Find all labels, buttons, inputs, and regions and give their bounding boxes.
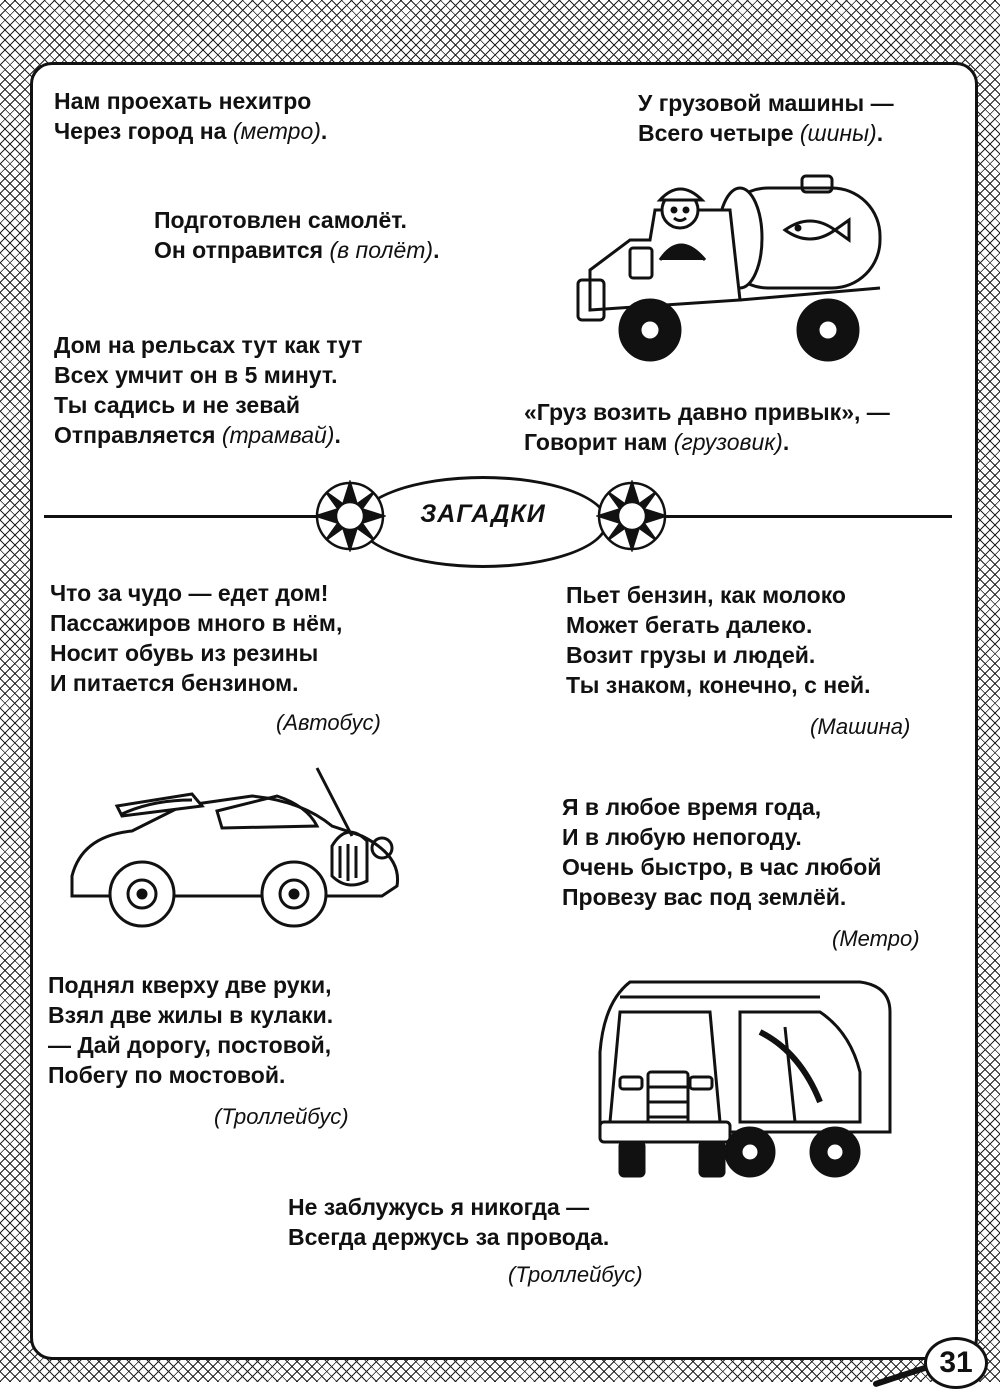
tanker-truck-illustration [576, 174, 882, 362]
riddle-answer-trolleybus-2: (Троллейбус) [508, 1262, 643, 1287]
riddle-trolleybus-2: Не заблужусь я никогда — Всегда держусь … [288, 1192, 609, 1252]
verse-answer: (в полёт) [329, 237, 434, 263]
verse-answer: (грузовик) [673, 429, 783, 455]
riddle-line: И питается бензином. [50, 670, 299, 696]
divider-line-right [650, 515, 952, 518]
verse-line: Отправляется (трамвай). [54, 422, 341, 448]
verse-line: Всего четыре (шины). [638, 120, 884, 146]
riddle-answer-bus: (Автобус) [276, 710, 381, 735]
verse-tram: Дом на рельсах тут как тут Всех умчит он… [54, 330, 362, 450]
riddle-line: Взял две жилы в кулаки. [48, 1002, 334, 1028]
section-title: ЗАГАДКИ [420, 500, 546, 528]
verse-metro: Нам проехать нехитро Через город на (мет… [54, 86, 327, 146]
riddle-line: Очень быстро, в час любой [562, 854, 882, 880]
verse-plane: Подготовлен самолёт. Он отправится (в по… [154, 205, 439, 265]
riddle-line: И в любую непогоду. [562, 824, 802, 850]
riddle-line: Поднял кверху две руки, [48, 972, 332, 998]
riddle-line: Провезу вас под землёй. [562, 884, 847, 910]
riddle-metro: Я в любое время года, И в любую непогоду… [562, 792, 881, 912]
riddle-answer-metro: (Метро) [832, 926, 920, 951]
riddle-line: Всегда держусь за провода. [288, 1224, 610, 1250]
verse-line: Дом на рельсах тут как тут [54, 332, 363, 358]
sun-ornament-right-icon [596, 480, 668, 552]
verse-line: Через город на (метро). [54, 118, 328, 144]
riddle-answer-car: (Машина) [810, 714, 911, 739]
riddle-line: Пьет бензин, как молоко [566, 582, 846, 608]
riddle-line: Побегу по мостовой. [48, 1062, 286, 1088]
riddle-line: Ты знаком, конечно, с ней. [566, 672, 871, 698]
convertible-car-illustration [70, 767, 400, 928]
verse-answer: (шины) [799, 120, 877, 146]
verse-line: Говорит нам (грузовик). [524, 429, 790, 455]
page-number: 31 [924, 1337, 988, 1389]
riddle-line: Носит обувь из резины [50, 640, 319, 666]
verse-line: «Груз возить давно привык», — [524, 399, 890, 425]
verse-answer: (трамвай) [221, 422, 335, 448]
riddle-line: Я в любое время года, [562, 794, 822, 820]
riddle-answer-trolleybus: (Троллейбус) [214, 1104, 349, 1129]
verse-line: Нам проехать нехитро [54, 88, 312, 114]
verse-answer: (метро) [232, 118, 321, 144]
bus-front-illustration [598, 980, 892, 1178]
verse-line: У грузовой машины — [638, 90, 894, 116]
riddle-line: Пассажиров много в нём, [50, 610, 343, 636]
riddle-line: Может бегать далеко. [566, 612, 813, 638]
riddle-trolleybus: Поднял кверху две руки, Взял две жилы в … [48, 970, 333, 1090]
riddle-line: Не заблужусь я никогда — [288, 1194, 590, 1220]
verse-line: Ты садись и не зевай [54, 392, 300, 418]
verse-tyres: У грузовой машины — Всего четыре (шины). [638, 88, 894, 148]
title-oval [358, 476, 608, 568]
verse-truck: «Груз возить давно привык», — Говорит на… [524, 397, 890, 457]
verse-line: Всех умчит он в 5 минут. [54, 362, 338, 388]
riddle-line: — Дай дорогу, постовой, [48, 1032, 332, 1058]
riddle-line: Что за чудо — едет дом! [50, 580, 329, 606]
divider-line-left [44, 515, 334, 518]
verse-line: Он отправится (в полёт). [154, 237, 440, 263]
riddle-bus: Что за чудо — едет дом! Пассажиров много… [50, 578, 342, 698]
sun-ornament-left-icon [314, 480, 386, 552]
riddle-car: Пьет бензин, как молоко Может бегать дал… [566, 580, 870, 700]
riddle-line: Возит грузы и людей. [566, 642, 816, 668]
verse-line: Подготовлен самолёт. [154, 207, 407, 233]
